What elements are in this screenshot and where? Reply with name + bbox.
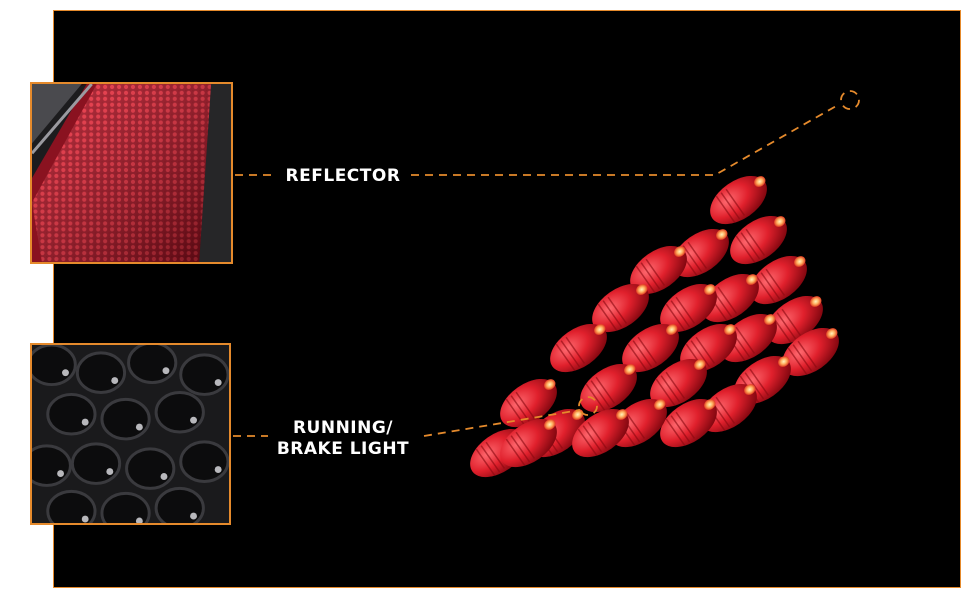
led-chip <box>135 423 143 431</box>
led-cup <box>179 353 229 396</box>
led-chip <box>214 466 222 474</box>
led-chip <box>190 512 197 520</box>
reflector-closeup-image <box>30 82 233 264</box>
led-cup <box>100 491 151 523</box>
led-chip <box>162 367 170 375</box>
led-chip <box>57 470 65 478</box>
led-cup <box>100 397 151 441</box>
led-closeup-image <box>30 343 231 525</box>
led-cup <box>70 442 122 485</box>
running-label-line2: BRAKE LIGHT <box>276 439 410 459</box>
led-chip <box>160 473 168 480</box>
led-cup <box>75 351 127 394</box>
led-chip <box>81 515 89 523</box>
led-chip <box>135 517 143 523</box>
led-chip <box>214 379 222 387</box>
running-brake-light-label: RUNNING/ BRAKE LIGHT <box>270 418 416 460</box>
led-cup <box>125 447 176 490</box>
led-cup <box>32 444 72 487</box>
led-cup <box>46 392 97 436</box>
led-cup <box>179 440 229 483</box>
led-cup <box>32 345 77 387</box>
led-cup <box>127 345 178 385</box>
led-chip <box>106 468 114 476</box>
led-cup <box>154 390 205 434</box>
reflector-label: REFLECTOR <box>280 166 406 187</box>
led-chip <box>81 418 89 426</box>
running-label-line1: RUNNING/ <box>292 418 394 438</box>
reflector-closeup-graphic <box>32 84 231 262</box>
led-cup <box>46 489 97 523</box>
reflector-label-text: REFLECTOR <box>285 166 401 186</box>
led-chip <box>190 416 197 424</box>
led-chip <box>111 377 119 385</box>
led-chip <box>62 369 69 377</box>
led-closeup-graphic <box>32 345 229 523</box>
